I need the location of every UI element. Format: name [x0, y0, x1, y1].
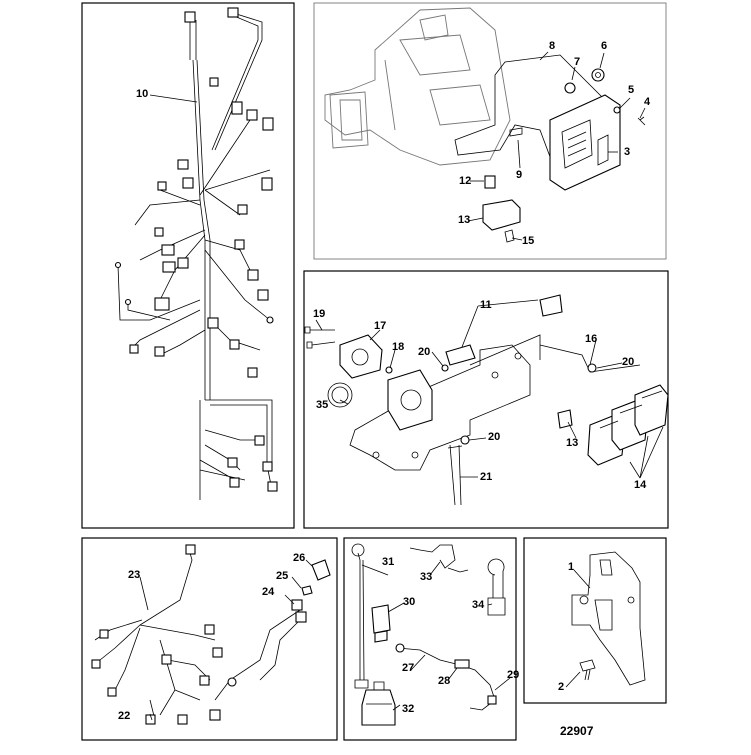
callout-35: 35 — [316, 399, 329, 411]
relays-14 — [587, 384, 669, 466]
callout-10: 10 — [136, 88, 149, 100]
main-harness-drawing — [114, 7, 278, 500]
bolt-19 — [304, 326, 336, 349]
callout-26: 26 — [293, 552, 306, 564]
engine-drawing — [324, 7, 511, 166]
callout-12: 12 — [459, 175, 472, 187]
harness-23-drawing — [91, 544, 223, 725]
loop-34 — [487, 558, 506, 616]
callout-17: 17 — [374, 320, 387, 332]
key-switch-plate — [387, 369, 433, 431]
callout-32: 32 — [402, 703, 415, 715]
harness-24-drawing — [214, 559, 331, 701]
panel-wiring-harness — [81, 2, 295, 529]
callout-19: 19 — [313, 308, 326, 320]
callout-1: 1 — [568, 561, 575, 573]
callout-23: 23 — [128, 569, 141, 581]
panel-engine-ecm — [313, 2, 667, 260]
callout-13-mid: 13 — [566, 437, 579, 449]
panel-sensors — [343, 537, 517, 741]
callout-7: 7 — [574, 56, 581, 68]
stud-21 — [447, 444, 463, 506]
callout-34: 34 — [472, 599, 485, 611]
callout-20-upper: 20 — [418, 346, 431, 358]
callout-31: 31 — [382, 556, 395, 568]
ring-35 — [327, 382, 353, 408]
callout-18: 18 — [392, 341, 405, 353]
sender-32 — [361, 689, 396, 726]
switch-block-17 — [339, 334, 383, 379]
panel-bracket-1 — [523, 537, 667, 704]
fuse-holder-13 — [482, 199, 521, 231]
callout-14: 14 — [634, 479, 647, 491]
callout-6: 6 — [601, 40, 608, 52]
callout-25: 25 — [276, 570, 289, 582]
callout-20-right: 20 — [622, 356, 635, 368]
callout-30: 30 — [403, 596, 416, 608]
callout-27: 27 — [402, 662, 415, 674]
switch-30 — [371, 604, 391, 643]
ecm-module — [549, 94, 621, 191]
cable-27 — [397, 647, 496, 711]
figure-number: 22907 — [560, 724, 594, 738]
callout-22: 22 — [118, 710, 131, 722]
callout-21: 21 — [480, 471, 493, 483]
callout-13-top: 13 — [458, 214, 471, 226]
sensor-33 — [409, 544, 469, 573]
callout-28: 28 — [438, 675, 451, 687]
callout-8: 8 — [549, 40, 556, 52]
callout-3: 3 — [624, 146, 631, 158]
callout-15: 15 — [522, 235, 535, 247]
callout-5: 5 — [628, 84, 635, 96]
callout-24: 24 — [262, 586, 275, 598]
panel-harness-small — [81, 537, 338, 741]
callout-11: 11 — [480, 299, 492, 311]
relay-12 — [484, 175, 496, 189]
callout-20-lower: 20 — [488, 431, 501, 443]
callout-16: 16 — [585, 333, 598, 345]
callout-9: 9 — [516, 169, 523, 181]
callout-29: 29 — [507, 669, 520, 681]
bracket-1 — [571, 551, 646, 686]
main-bracket-plate — [349, 344, 531, 471]
sender-31 — [351, 543, 369, 689]
bolt-2 — [579, 659, 596, 681]
callout-33: 33 — [420, 571, 433, 583]
callout-4: 4 — [644, 96, 651, 108]
callout-2: 2 — [558, 681, 565, 693]
